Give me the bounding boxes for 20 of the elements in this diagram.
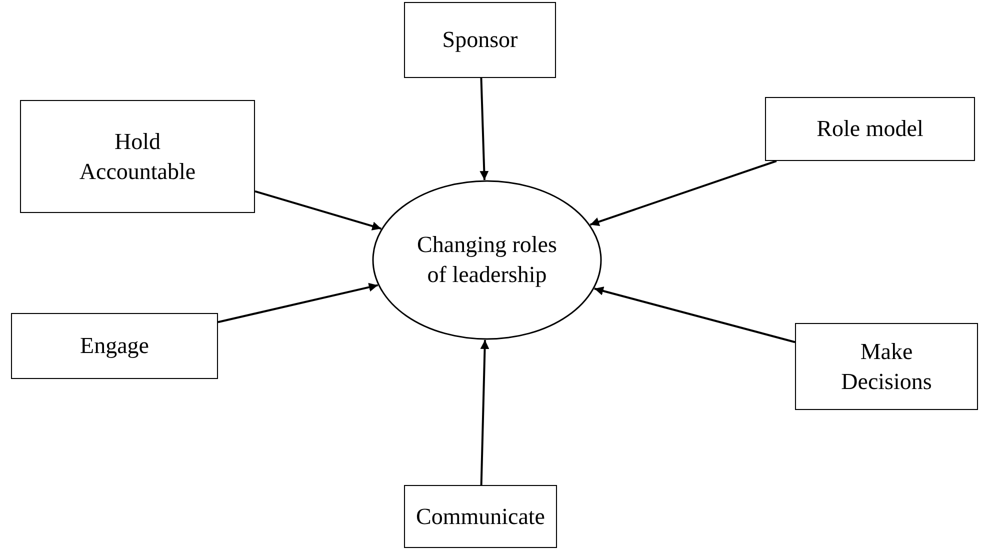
process-box xyxy=(795,323,978,410)
arrow xyxy=(254,190,382,230)
ellipse-node xyxy=(372,180,602,340)
node-label: Sponsor xyxy=(441,26,519,54)
node-label: Role model xyxy=(816,115,924,144)
arrow xyxy=(594,286,796,344)
arrow xyxy=(480,78,489,180)
process-box xyxy=(404,2,556,78)
node-label: Make Decisions xyxy=(840,338,933,396)
node-label: Engage xyxy=(79,332,150,360)
process-box xyxy=(404,485,557,548)
arrow xyxy=(480,340,490,486)
arrow xyxy=(590,160,777,226)
process-box xyxy=(765,97,975,161)
node-label: Changing roles of leadership xyxy=(416,231,558,289)
process-box xyxy=(11,313,218,379)
node-label: Hold Accountable xyxy=(78,128,197,186)
arrow xyxy=(218,282,378,324)
process-box xyxy=(20,100,255,213)
node-label: Communicate xyxy=(414,502,546,531)
